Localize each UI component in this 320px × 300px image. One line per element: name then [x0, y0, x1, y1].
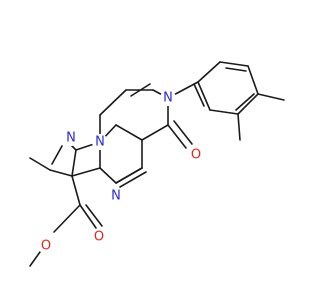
bond-28 [29, 251, 41, 267]
bond-7 [115, 124, 143, 141]
atom-n-pyrazole: N [63, 130, 79, 146]
bond-39 [257, 93, 285, 101]
bond-21 [49, 169, 73, 177]
bond-30 [197, 61, 221, 83]
atom-label-n-pyrazole-bridge: N [95, 135, 105, 150]
bond-36 [209, 109, 239, 115]
bond-1 [99, 89, 127, 116]
atom-label-n-pyrimidine: N [111, 189, 121, 204]
atom-layer: N N N N O O O [38, 90, 204, 254]
bond-23 [29, 157, 51, 171]
bond-33 [247, 65, 259, 95]
bond-38 [193, 83, 205, 107]
atom-n-pyrazole-bridge: N [92, 134, 108, 150]
molecule-canvas: N N N N O O O [29, 61, 285, 267]
structure-drawing: N N N N O O O [29, 61, 285, 267]
bond-37 [197, 81, 211, 111]
bond-16 [71, 167, 101, 177]
atom-o-ester: O [38, 238, 54, 254]
bond-24 [71, 175, 81, 206]
atom-n-pyrimidine: N [108, 188, 124, 204]
bond-31 [219, 61, 249, 67]
bond-27 [53, 204, 81, 233]
atom-label-o-ester: O [41, 239, 51, 254]
bond-11 [173, 120, 193, 145]
bond-35 [235, 93, 255, 111]
bond-25 [79, 204, 97, 229]
bond-34 [237, 93, 259, 115]
atom-n-pyridinone: N [160, 90, 176, 106]
bond-32 [225, 67, 247, 72]
bond-layer [29, 61, 285, 267]
bond-19 [71, 149, 77, 177]
bond-26 [85, 204, 103, 227]
bond-13 [119, 171, 147, 188]
atom-label-o-ester-carbonyl: O [94, 230, 104, 245]
atom-label-n-pyridinone: N [163, 91, 173, 106]
bond-22 [51, 145, 63, 165]
bond-17 [115, 167, 143, 184]
bond-40 [237, 113, 241, 141]
atom-o-ester-carbonyl: O [91, 229, 107, 245]
bond-10 [167, 124, 187, 149]
bond-14 [99, 167, 117, 184]
atom-o-carbonyl: O [188, 147, 204, 163]
atom-label-n-pyrazole: N [66, 131, 76, 146]
atom-label-o-carbonyl: O [191, 148, 201, 163]
bond-6 [141, 124, 169, 141]
